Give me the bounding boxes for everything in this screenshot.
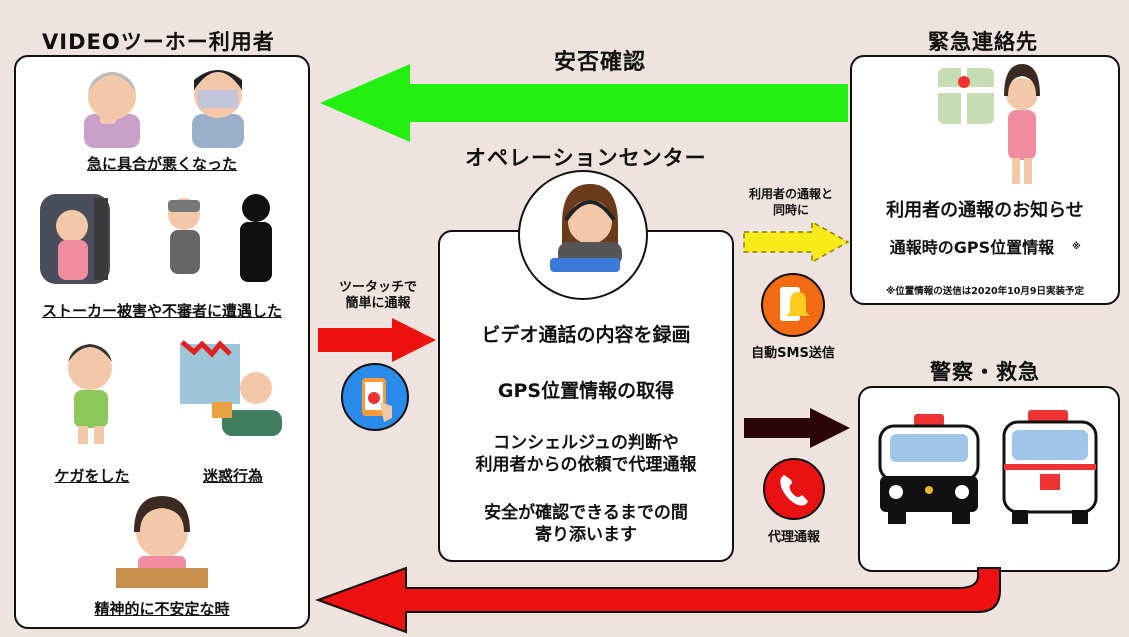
ec-line-gps: 通報時のGPS位置情報 [889, 238, 1055, 257]
sms-icon-label: 自動SMS送信 [751, 346, 835, 361]
oc-line-support-1: 安全が確認できるまでの間 [484, 503, 688, 523]
ec-note: ※位置情報の送信は2020年10月9日実装予定 [885, 286, 1084, 297]
anxious-person-illustration [116, 496, 208, 588]
injury-nuisance-illustration [68, 340, 282, 444]
sms-arrow [743, 220, 850, 264]
safety-check-label: 安否確認 [554, 50, 647, 75]
police-car-illustration [878, 414, 980, 524]
oc-line-support-2: 寄り添います [535, 525, 637, 545]
item-mental: 精神的に不安定な時 [94, 600, 230, 618]
left-panel-title: VIDEOツーホー利用者 [42, 30, 275, 54]
touch-report-arrow [318, 318, 436, 362]
stalker-illustration [40, 194, 272, 284]
return-arrow [315, 566, 1001, 634]
operation-center-title: オペレーションセンター [465, 146, 707, 170]
phone-icon [763, 458, 825, 520]
touch-label-2: 簡単に通報 [345, 296, 411, 311]
map-woman-illustration [938, 64, 1040, 184]
sms-label-2: 同時に [772, 203, 809, 217]
bell-icon [761, 273, 825, 337]
item-stalker: ストーカー被害や不審者に遭遇した [41, 302, 282, 320]
touch-label-1: ツータッチで [338, 280, 417, 295]
police-title: 警察・救急 [930, 360, 1040, 384]
proxy-report-label: 代理通報 [767, 530, 820, 545]
item-injury: ケガをした [54, 467, 130, 485]
oc-line-gps: GPS位置情報の取得 [497, 380, 675, 402]
sms-label-1: 利用者の通報と [748, 187, 833, 201]
safety-check-arrow [320, 64, 848, 142]
ec-line-notice: 利用者の通報のお知らせ [886, 200, 1084, 221]
item-sudden-illness: 急に具合が悪くなった [86, 155, 237, 173]
phone-tap-icon [341, 363, 409, 431]
proxy-report-arrow [744, 408, 850, 448]
item-nuisance: 迷惑行為 [202, 467, 263, 485]
ambulance-illustration [1002, 410, 1098, 524]
oc-line-record: ビデオ通話の内容を録画 [481, 324, 691, 346]
oc-line-concierge-2: 利用者からの依頼で代理通報 [475, 455, 697, 475]
sick-people-illustration [84, 70, 244, 148]
operator-icon [550, 184, 622, 272]
ec-line-gps-mark: ※ [1072, 242, 1081, 252]
emergency-contact-title: 緊急連絡先 [928, 30, 1038, 54]
oc-line-concierge-1: コンシェルジュの判断や [493, 433, 679, 453]
